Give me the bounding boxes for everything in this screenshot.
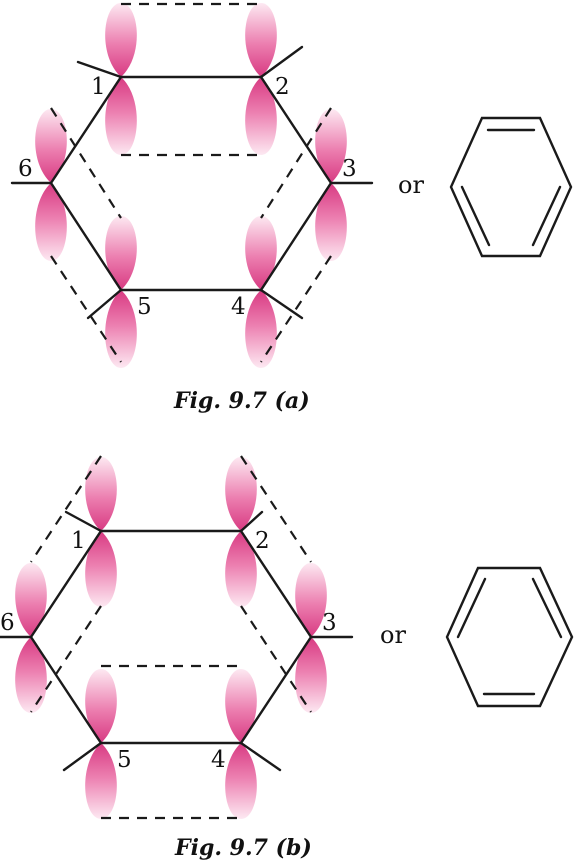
- p-orbital-1: [105, 3, 137, 155]
- atom-label-6b: 6: [0, 610, 15, 636]
- figure-a-sigma-bonds: [10, 45, 374, 320]
- caption-b: Fig. 9.7 (b): [174, 835, 312, 861]
- atom-label-4: 4: [231, 294, 246, 320]
- atom-label-3: 3: [342, 156, 357, 182]
- atom-label-2: 2: [275, 74, 290, 100]
- p-orbital-4: [245, 216, 277, 368]
- p-orbital-3b: [295, 563, 327, 713]
- or-text-b: or: [380, 621, 406, 649]
- figure-b-sigma-bonds: [0, 510, 354, 772]
- figure-a-pi-overlap-dashes: [50, 2, 332, 363]
- p-orbital-5: [105, 216, 137, 368]
- benzene-kekule-structure-b: [445, 566, 574, 708]
- or-text-a: or: [398, 171, 424, 199]
- figure-b: 1 2 3 4 5 6 or Fig. 9.7 (b): [0, 455, 574, 861]
- atom-label-4b: 4: [211, 747, 226, 773]
- atom-label-3b: 3: [322, 610, 337, 636]
- benzene-kekule-structure-a: [449, 116, 573, 258]
- atom-label-5b: 5: [117, 747, 132, 773]
- atom-label-1b: 1: [71, 528, 86, 554]
- p-orbital-4b: [225, 669, 257, 819]
- atom-label-5: 5: [137, 294, 152, 320]
- p-orbital-5b: [85, 669, 117, 819]
- atom-label-1: 1: [91, 74, 106, 100]
- p-orbital-6b: [15, 563, 47, 713]
- caption-a: Fig. 9.7 (a): [173, 388, 310, 414]
- figure-b-atom-labels: 1 2 3 4 5 6: [0, 528, 337, 773]
- figure-a: 1 2 3 4 5 6 or Fig. 9.7 (a): [10, 2, 573, 414]
- atom-label-2b: 2: [255, 528, 270, 554]
- p-orbital-6: [35, 109, 67, 261]
- p-orbital-1b: [85, 457, 117, 607]
- figure-a-orbitals: [35, 3, 347, 368]
- figure-b-pi-overlap-dashes: [30, 455, 312, 820]
- atom-label-6: 6: [18, 156, 33, 182]
- p-orbital-2: [245, 3, 277, 155]
- p-orbital-3: [315, 109, 347, 261]
- figure-a-atom-labels: 1 2 3 4 5 6: [18, 74, 357, 320]
- figure-b-orbitals: [15, 457, 327, 819]
- p-orbital-2b: [225, 457, 257, 607]
